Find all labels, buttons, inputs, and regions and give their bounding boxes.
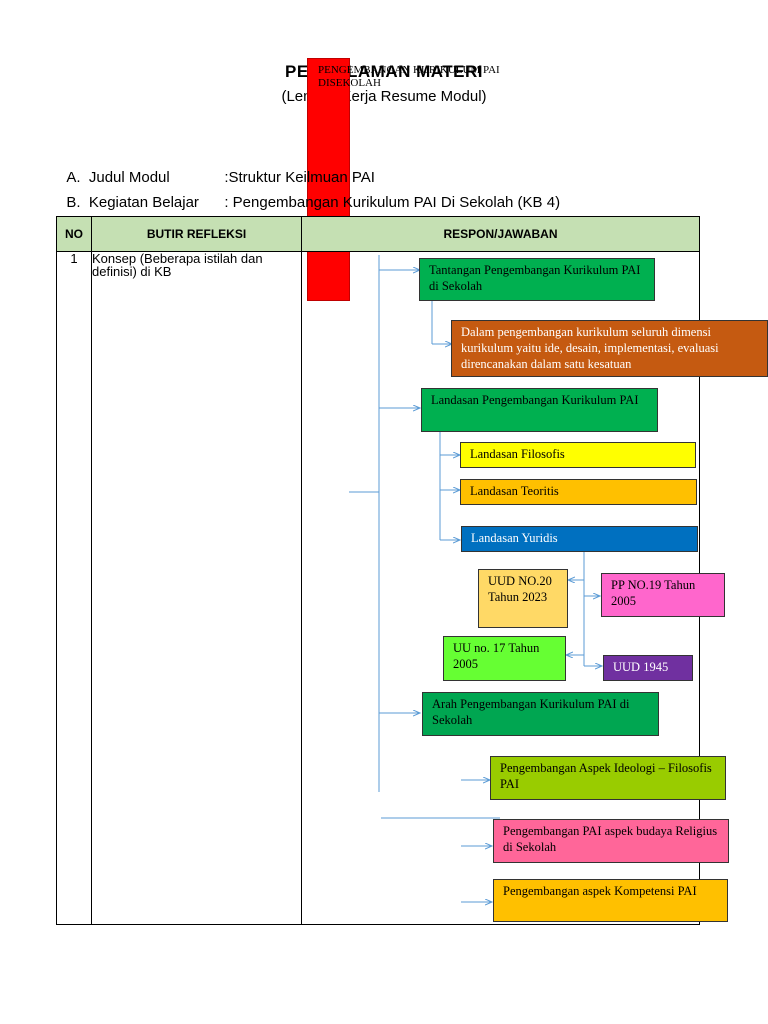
- node-ideologi: Pengembangan Aspek Ideologi – Filosofis …: [490, 756, 726, 800]
- node-budaya: Pengembangan PAI aspek budaya Religius d…: [493, 819, 729, 863]
- module-title-label: A. Judul Modul: [66, 169, 170, 186]
- activity-label: B. Kegiatan Belajar: [66, 194, 199, 211]
- node-teoritis: Landasan Teoritis: [460, 479, 697, 505]
- header-respon: RESPON/JAWABAN: [301, 216, 700, 252]
- node-landasan: Landasan Pengembangan Kurikulum PAI: [421, 388, 658, 432]
- node-tantangan: Tantangan Pengembangan Kurikulum PAI di …: [419, 258, 655, 301]
- activity-value: : Pengembangan Kurikulum PAI Di Sekolah …: [224, 194, 561, 211]
- module-title-line: A. Judul Modul :Struktur Keilmuan PAI: [58, 152, 375, 186]
- node-kompetensi: Pengembangan aspek Kompetensi PAI: [493, 879, 728, 922]
- header-no: NO: [56, 216, 92, 252]
- node-yuridis: Landasan Yuridis: [461, 526, 698, 552]
- header-butir: BUTIR REFLEKSI: [91, 216, 302, 252]
- node-uu17: UU no. 17 Tahun 2005: [443, 636, 566, 681]
- row-butir: Konsep (Beberapa istilah dan definisi) d…: [91, 251, 302, 925]
- node-uud1945: UUD 1945: [603, 655, 693, 681]
- activity-line: B. Kegiatan Belajar : Pengembangan Kuriku…: [58, 177, 560, 211]
- node-uud20: UUD NO.20 Tahun 2023: [478, 569, 568, 628]
- table-header-row: NO BUTIR REFLEKSI RESPON/JAWABAN: [56, 216, 700, 252]
- overlay-text: PENGEMBANGAN KURIKULUM PAI DISEKOLAH: [318, 64, 500, 89]
- node-dimensi: Dalam pengembangan kurikulum seluruh dim…: [451, 320, 768, 377]
- node-pp19: PP NO.19 Tahun 2005: [601, 573, 725, 617]
- node-arah: Arah Pengembangan Kurikulum PAI di Sekol…: [422, 692, 659, 736]
- node-filosofis: Landasan Filosofis: [460, 442, 696, 468]
- module-title-value: :Struktur Keilmuan PAI: [224, 169, 375, 186]
